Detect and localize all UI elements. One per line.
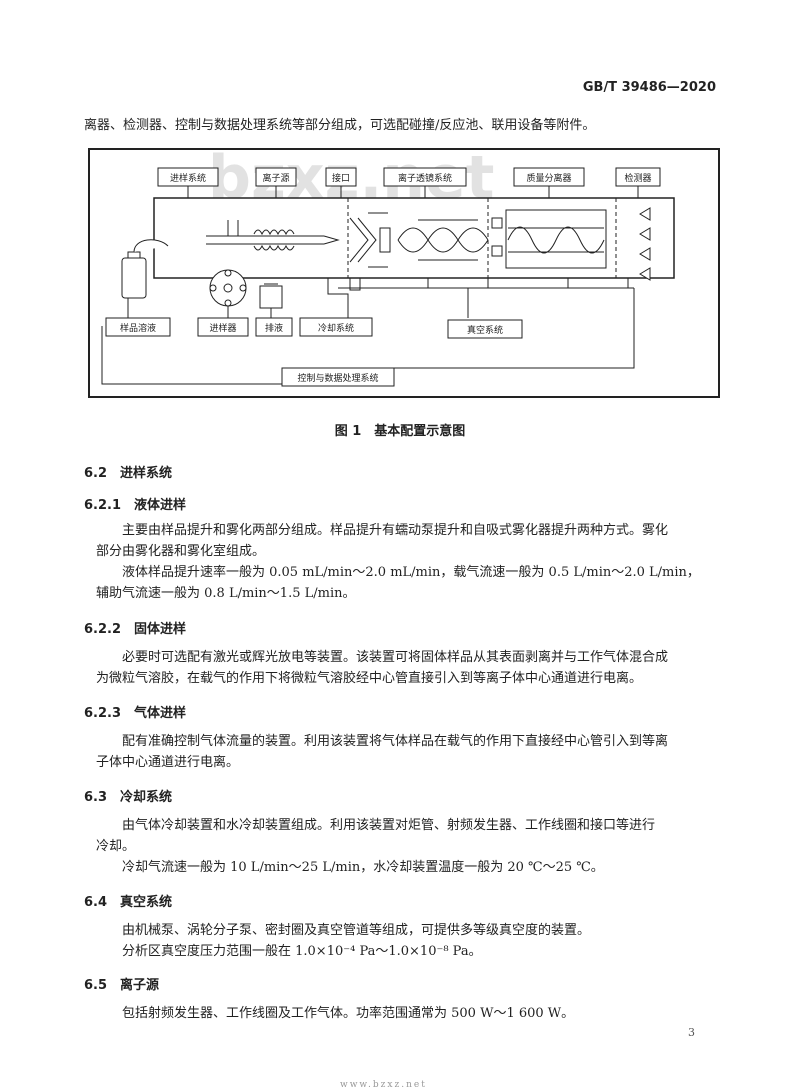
label-detector: 检测器: [624, 172, 651, 184]
paragraph-line: 由气体冷却装置和水冷却装置组成。利用该装置对炬管、射频发生器、工作线圈和接口等进…: [122, 818, 656, 833]
section-6-2-1-heading: 6.2.1 液体进样: [84, 494, 186, 513]
paragraph-line: 分析区真空度压力范围一般在 1.0×10⁻⁴ Pa～1.0×10⁻⁸ Pa。: [122, 944, 482, 959]
label-sampler: 进样器: [209, 322, 236, 334]
section-6-4-heading: 6.4 真空系统: [84, 891, 172, 910]
intro-text: 离器、检测器、控制与数据处理系统等部分组成，可选配碰撞/反应池、联用设备等附件。: [84, 118, 596, 133]
section-number: 6.5: [84, 978, 108, 993]
sample-hardware: [121, 239, 283, 309]
figure-caption: 图 1 基本配置示意图: [334, 424, 466, 439]
section-number: 6.3: [84, 790, 108, 805]
paragraph-line: 冷却。: [96, 839, 136, 854]
paragraph-line: 部分由雾化器和雾化室组成。: [96, 544, 266, 559]
section-6-2-2-heading: 6.2.2 固体进样: [84, 618, 186, 637]
standard-number: GB/T 39486—2020: [582, 80, 716, 95]
label-sample-intro: 进样系统: [170, 172, 206, 184]
section-6-5-heading: 6.5 离子源: [84, 974, 159, 993]
analyzer-waves: [491, 217, 605, 257]
top-labels: 进样系统 离子源 接口 离子透镜系统 质量分离器 检测器: [157, 167, 661, 187]
section-6-2-heading: 6.2 进样系统: [84, 462, 172, 481]
label-ion-source: 离子源: [262, 172, 289, 184]
paragraph-line: 为微粒气溶胶，在载气的作用下将微粒气溶胶经中心管直接引入到等离子体中心通道进行电…: [96, 671, 643, 686]
interface-cones: [349, 217, 377, 263]
section-title: 离子源: [120, 978, 160, 993]
label-ion-transport: 离子透镜系统: [398, 172, 452, 184]
label-interface: 接口: [332, 172, 350, 184]
section-title: 固体进样: [134, 622, 187, 637]
section-title: 真空系统: [120, 895, 173, 910]
section-6-3-heading: 6.3 冷却系统: [84, 786, 172, 805]
paragraph-line: 由机械泵、涡轮分子泵、密封圈及真空管道等组成，可提供多等级真空度的装置。: [122, 923, 591, 938]
label-sample-solution: 样品溶液: [120, 322, 156, 334]
section-number: 6.2.3: [84, 706, 122, 721]
paragraph-line: 子体中心通道进行电离。: [96, 755, 240, 770]
ion-lens: [368, 212, 489, 268]
label-control: 控制与数据处理系统: [297, 372, 378, 384]
label-drain: 排液: [265, 322, 283, 334]
section-title: 进样系统: [120, 466, 173, 481]
label-mass-analyzer: 质量分离器: [526, 172, 571, 184]
paragraph-line: 液体样品提升速率一般为 0.05 mL/min～2.0 mL/min，载气流速一…: [122, 565, 700, 580]
label-cooling: 冷却系统: [318, 322, 354, 334]
label-vacuum: 真空系统: [467, 324, 503, 336]
section-number: 6.4: [84, 895, 108, 910]
page-number: 3: [688, 1026, 695, 1039]
paragraph-line: 必要时可选配有激光或辉光放电等装置。该装置可将固体样品从其表面剥离并与工作气体混…: [122, 650, 669, 665]
section-6-2-3-heading: 6.2.3 气体进样: [84, 702, 186, 721]
section-title: 冷却系统: [120, 790, 173, 805]
instrument-body: [153, 197, 675, 279]
torch: [206, 220, 340, 251]
section-title: 气体进样: [134, 706, 187, 721]
section-number: 6.2.1: [84, 498, 122, 513]
configuration-diagram: bzxz.net 进样系统 离子源 接口 离子透镜系统 质量分离器 检测器: [88, 148, 720, 398]
section-title: 液体进样: [134, 498, 187, 513]
bottom-labels: 样品溶液 进样器 排液 冷却系统 真空系统 控制与数据处理系统: [105, 317, 523, 387]
paragraph-line: 配有准确控制气体流量的装置。利用该装置将气体样品在载气的作用下直接经中心管引入到…: [122, 734, 669, 749]
paragraph-line: 冷却气流速一般为 10 L/min～25 L/min，水冷却装置温度一般为 20…: [122, 860, 604, 875]
detector-dynodes: [639, 207, 651, 281]
section-number: 6.2: [84, 466, 108, 481]
paragraph-line: 主要由样品提升和雾化两部分组成。样品提升有蠕动泵提升和自吸式雾化器提升两种方式。…: [122, 523, 669, 538]
footer-watermark: www.bzxz.net: [340, 1080, 427, 1090]
paragraph-line: 辅助气流速一般为 0.8 L/min～1.5 L/min。: [96, 586, 356, 601]
paragraph-line: 包括射频发生器、工作线圈及工作气体。功率范围通常为 500 W～1 600 W。: [122, 1006, 575, 1021]
section-number: 6.2.2: [84, 622, 122, 637]
